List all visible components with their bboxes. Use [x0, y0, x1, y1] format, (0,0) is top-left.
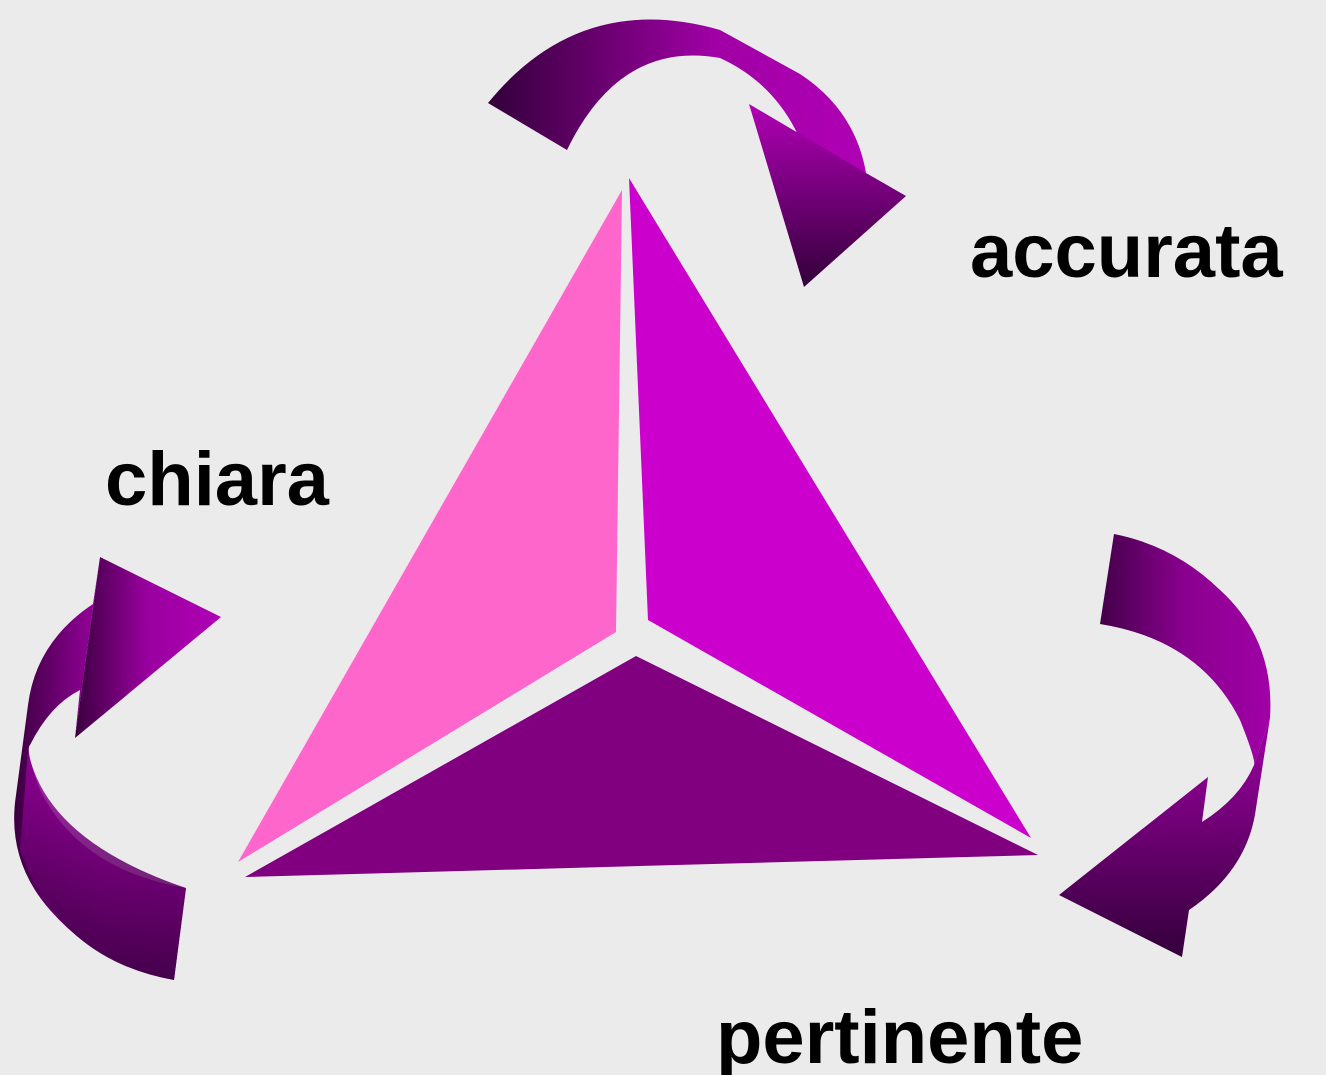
label-accurata: accurata	[970, 214, 1283, 290]
curved-arrow-icon	[488, 20, 906, 287]
label-chiara: chiara	[105, 442, 329, 518]
curved-arrow-icon	[14, 557, 221, 980]
curved-arrow-icon	[1059, 534, 1270, 957]
label-pertinente: pertinente	[716, 1000, 1083, 1075]
